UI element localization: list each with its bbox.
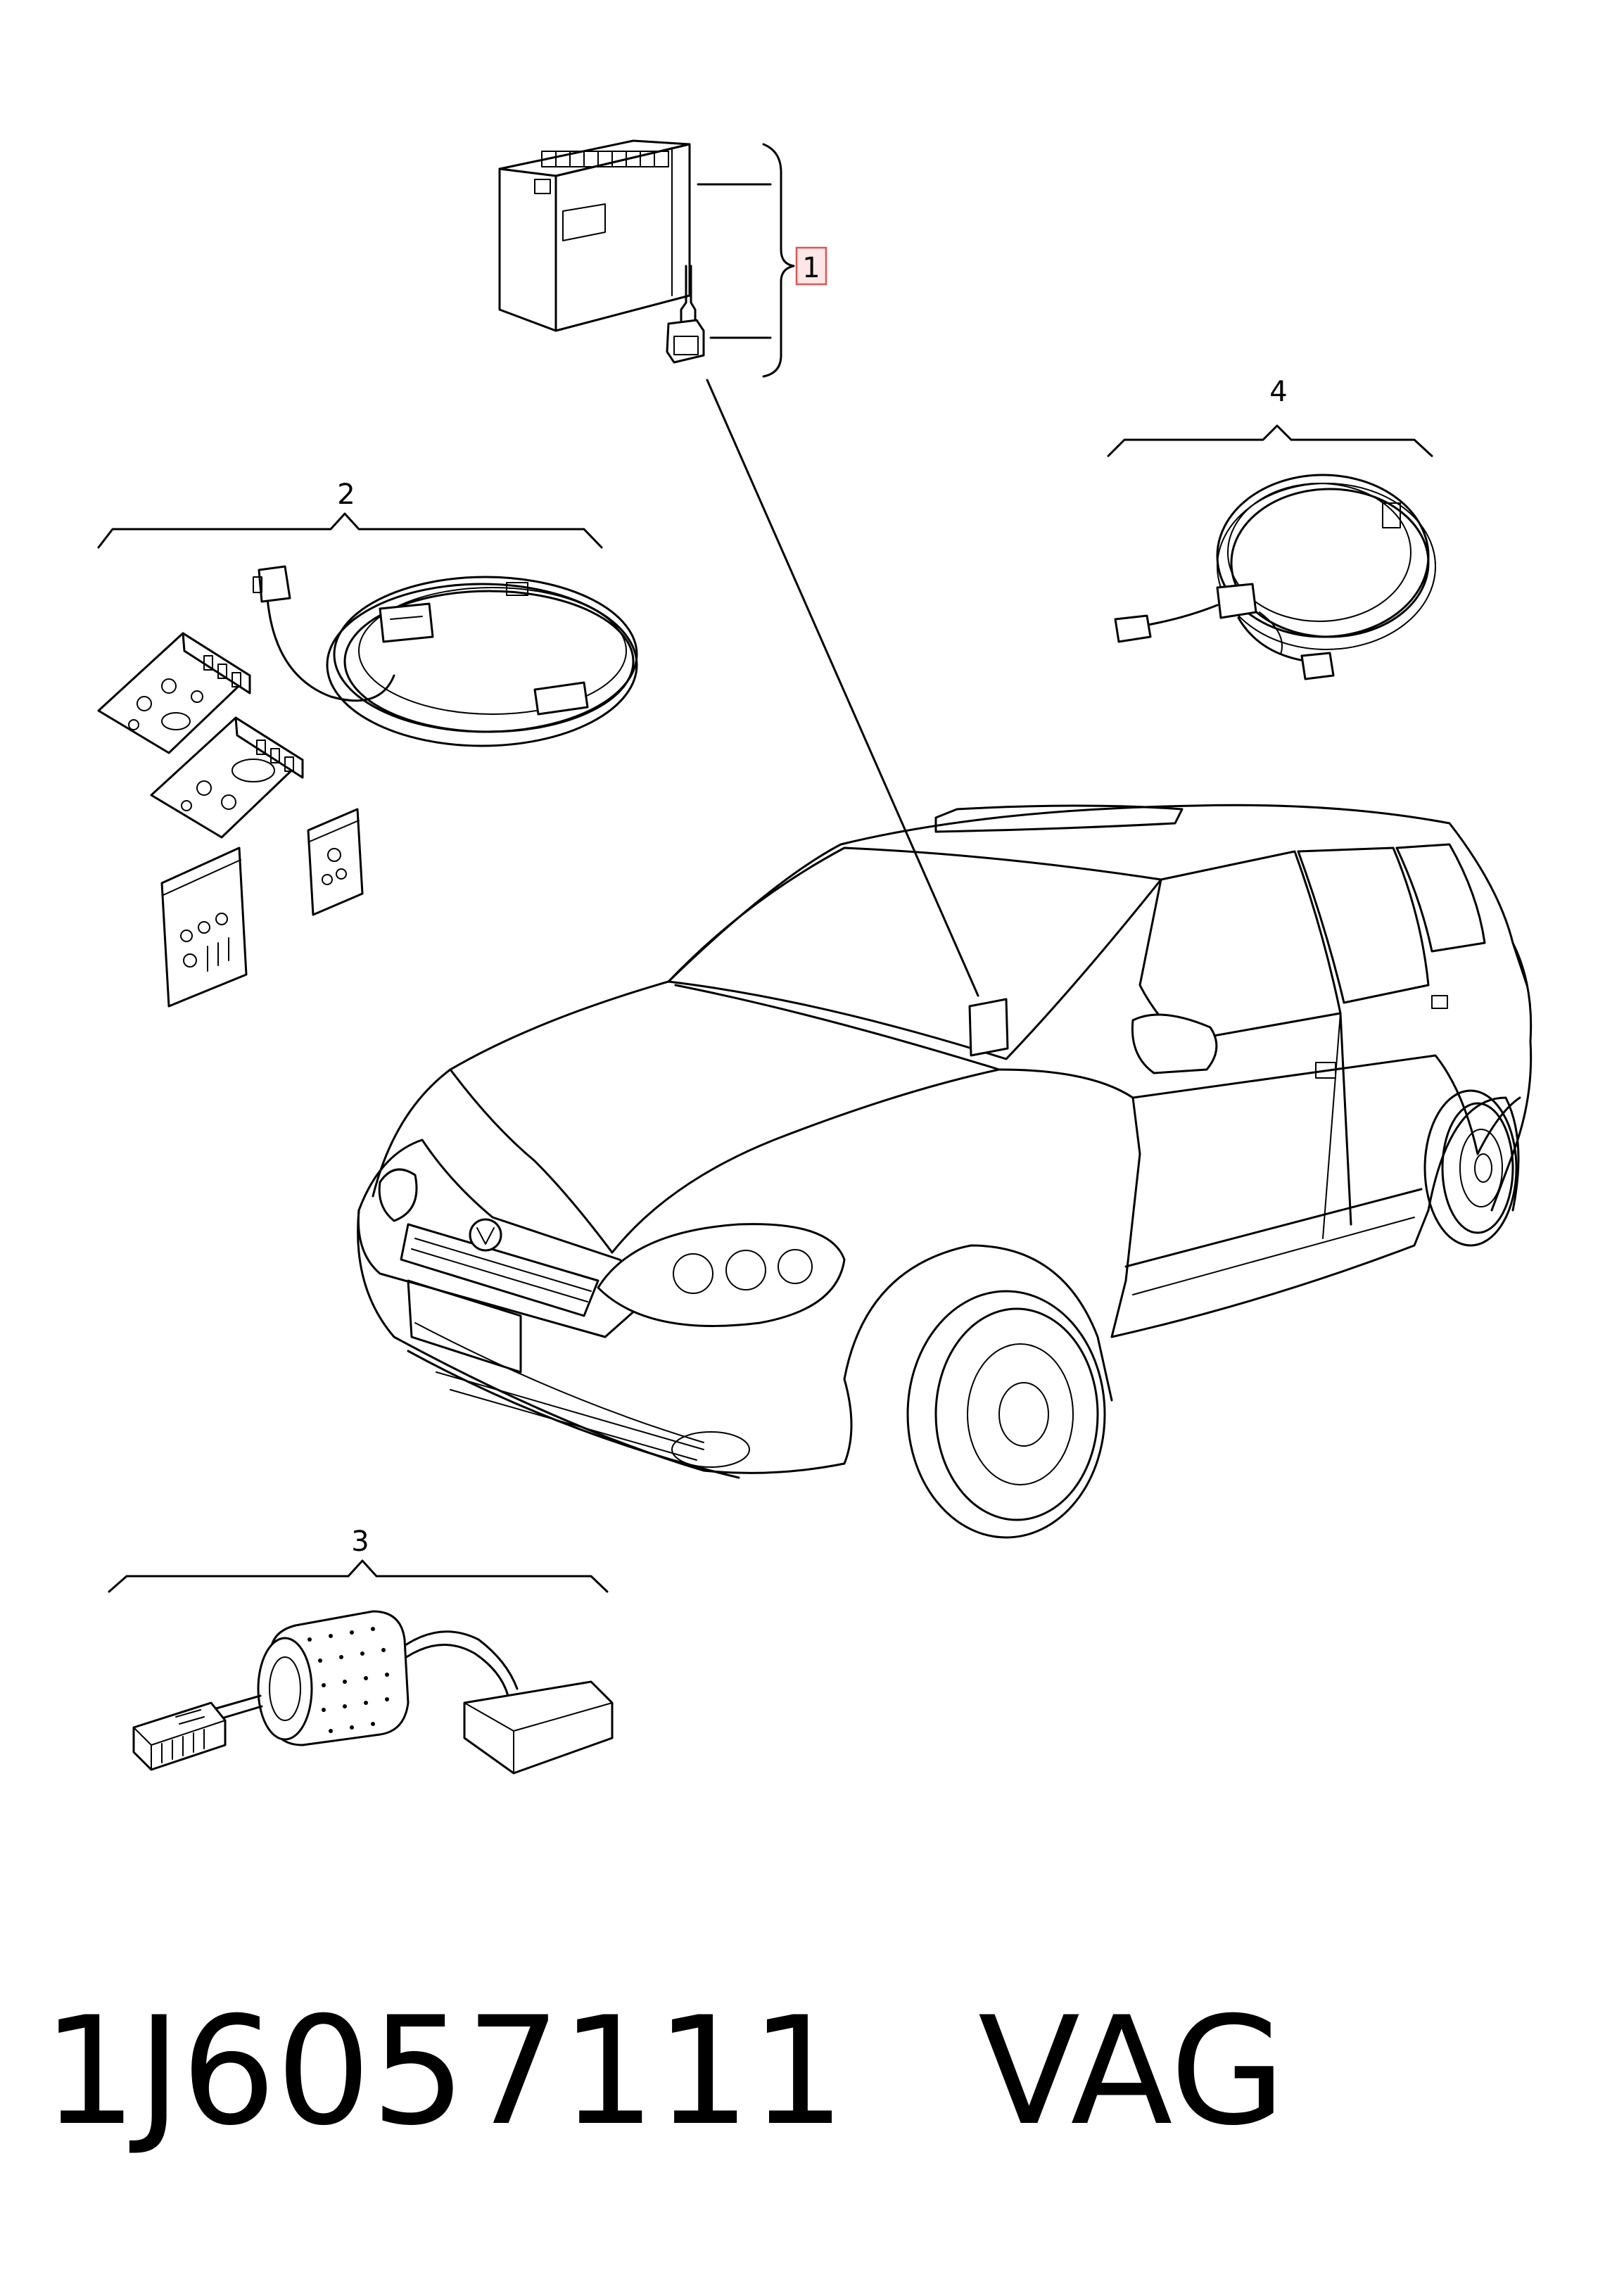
hardware-bag-icon: [160, 846, 248, 1008]
car-icon: [357, 804, 1533, 1539]
callout-1-bracket: [697, 143, 795, 378]
mounting-bracket-icon: [150, 716, 304, 839]
callout-3-label[interactable]: 3: [351, 1526, 369, 1558]
mounting-bracket-icon: [97, 632, 251, 754]
module-location-marker: [968, 998, 1009, 1057]
callout-2-bracket: [97, 512, 603, 549]
adapter-cable-icon[interactable]: [132, 1610, 614, 1775]
callout-2-label[interactable]: 2: [337, 478, 355, 511]
callout-4-label[interactable]: 4: [1269, 376, 1287, 408]
cable-harness-icon[interactable]: [1114, 474, 1436, 680]
callout-4-bracket: [1107, 424, 1433, 457]
callout-3-bracket: [108, 1559, 609, 1593]
callout-1-label: 1: [802, 252, 820, 284]
control-module-icon[interactable]: [498, 139, 705, 364]
leader-line-1: [706, 379, 979, 997]
wiring-harness-kit-icon[interactable]: [97, 565, 638, 1008]
part-number: 1J6057111: [42, 1984, 846, 2158]
callout-1[interactable]: 1: [795, 246, 827, 286]
brand-label: VAG: [978, 1984, 1286, 2158]
hardware-bag-icon: [307, 808, 364, 916]
